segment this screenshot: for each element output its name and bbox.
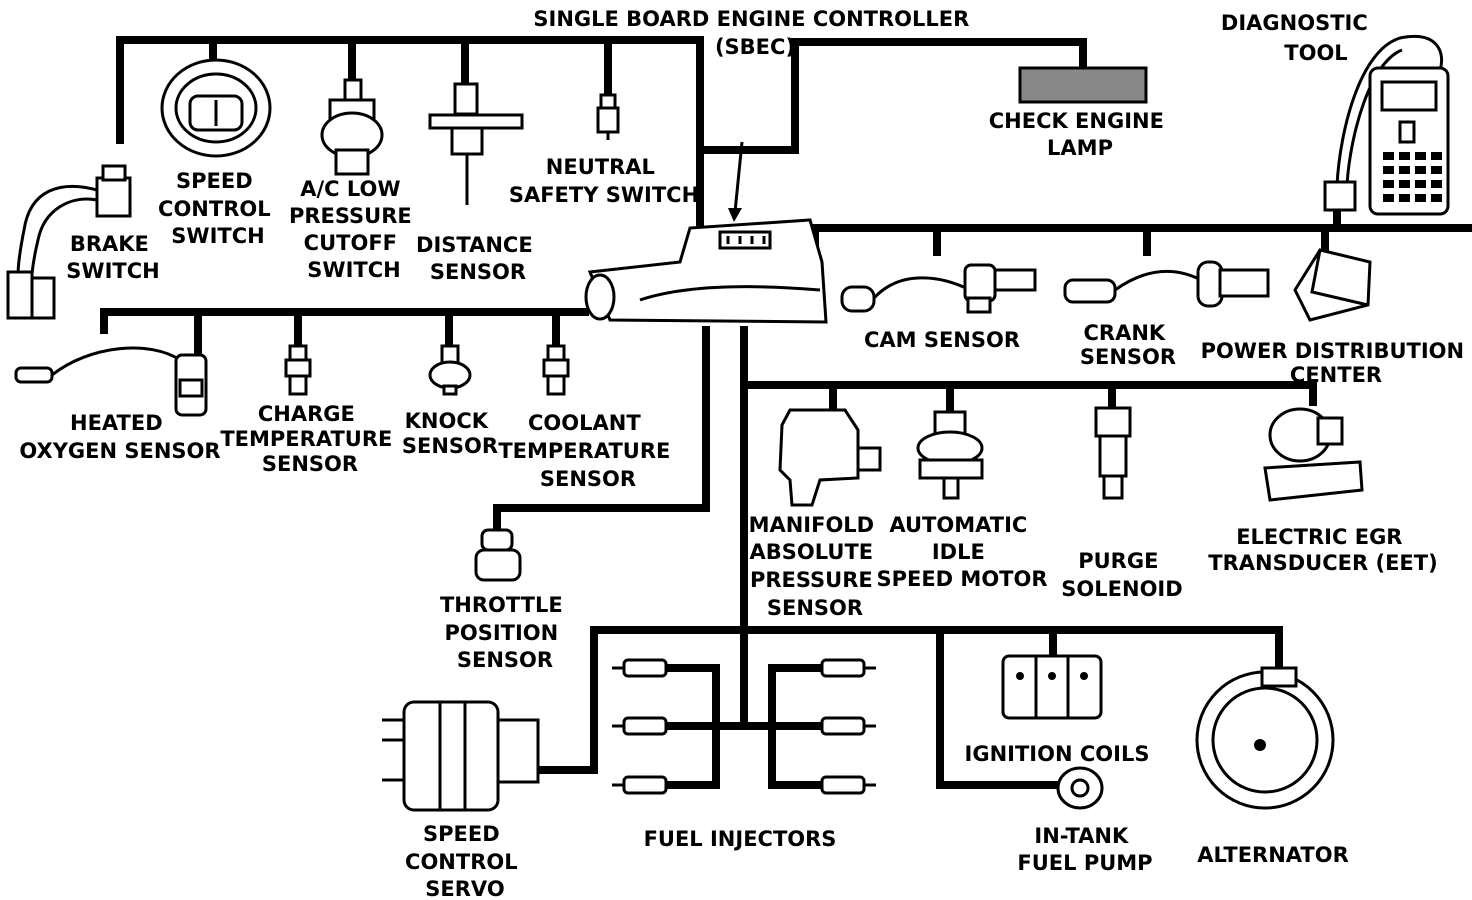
alternator-part <box>1195 666 1335 810</box>
coolant-temp-sensor-part <box>542 344 570 396</box>
cam-sensor-part <box>840 263 1037 314</box>
fuel-pump-label: IN-TANK FUEL PUMP <box>1017 824 1152 875</box>
speed-servo-label: SPEED CONTROL SERVO <box>405 822 525 900</box>
throttle-sensor-label: THROTTLE POSITION SENSOR <box>440 593 570 672</box>
injector-right-1 <box>820 658 876 678</box>
check-engine-lamp-part <box>1018 66 1148 104</box>
ignition-coils-label: IGNITION COILS <box>965 742 1150 766</box>
speed-control-switch-part <box>160 58 272 158</box>
idle-motor-part <box>916 410 984 500</box>
injector-left-3 <box>612 775 668 795</box>
oxygen-sensor-part <box>14 346 208 417</box>
knock-sensor-label: KNOCK SENSOR <box>402 409 498 458</box>
charge-temp-sensor-part <box>284 344 312 396</box>
injector-right-2 <box>820 716 876 736</box>
sbec-controller <box>584 141 828 324</box>
map-sensor-part <box>778 408 882 507</box>
crank-sensor-part <box>1063 260 1270 308</box>
neutral-safety-switch-label: NEUTRAL SAFETY SWITCH <box>509 155 699 207</box>
pdc-part <box>1293 248 1372 322</box>
sbec-label: SINGLE BOARD ENGINE CONTROLLER (SBEC) <box>533 7 976 59</box>
brake-switch-label: BRAKE SWITCH <box>66 232 159 283</box>
purge-solenoid-part <box>1094 406 1132 500</box>
idle-motor-label: AUTOMATIC IDLE SPEED MOTOR <box>876 513 1047 591</box>
fuel-pump-part <box>1056 766 1104 810</box>
diagnostic-tool-label: DIAGNOSTIC TOOL <box>1221 11 1375 65</box>
wiring-harness <box>100 36 1472 789</box>
egr-transducer-label: ELECTRIC EGR TRANSDUCER (EET) <box>1208 525 1437 575</box>
ignition-coils-part <box>1001 654 1103 720</box>
labels: SINGLE BOARD ENGINE CONTROLLER (SBEC) DI… <box>19 7 1472 900</box>
distance-sensor-part <box>428 82 524 205</box>
charge-temp-sensor-label: CHARGE TEMPERATURE SENSOR <box>220 402 399 476</box>
oxygen-sensor-label: HEATED OXYGEN SENSOR <box>19 411 220 463</box>
injector-left-1 <box>612 658 668 678</box>
egr-transducer-part <box>1263 407 1364 502</box>
fuel-injectors-part <box>612 658 876 795</box>
fuel-injectors-label: FUEL INJECTORS <box>644 827 837 851</box>
cam-sensor-label: CAM SENSOR <box>864 328 1020 352</box>
alternator-label: ALTERNATOR <box>1197 843 1349 867</box>
pdc-label: POWER DISTRIBUTION CENTER <box>1201 339 1472 387</box>
speed-control-switch-label: SPEED CONTROL SWITCH <box>158 169 278 248</box>
diagnostic-tool-part <box>1323 35 1450 216</box>
ac-pressure-switch-label: A/C LOW PRESSURE CUTOFF SWITCH <box>289 177 419 282</box>
injector-left-2 <box>612 716 668 736</box>
crank-sensor-label: CRANK SENSOR <box>1080 321 1176 369</box>
speed-servo-part <box>382 700 540 812</box>
knock-sensor-part <box>428 344 472 396</box>
throttle-sensor-part <box>474 528 522 582</box>
check-engine-lamp-label: CHECK ENGINE LAMP <box>989 109 1172 160</box>
coolant-temp-sensor-label: COOLANT TEMPERATURE SENSOR <box>498 411 677 491</box>
injector-right-3 <box>820 775 876 795</box>
neutral-safety-switch-part <box>596 93 620 140</box>
purge-solenoid-label: PURGE SOLENOID <box>1061 549 1182 601</box>
brake-switch-part <box>6 164 132 320</box>
ac-pressure-switch-part <box>320 78 384 176</box>
map-sensor-label: MANIFOLD ABSOLUTE PRESSURE SENSOR <box>749 513 882 620</box>
distance-sensor-label: DISTANCE SENSOR <box>416 233 540 284</box>
